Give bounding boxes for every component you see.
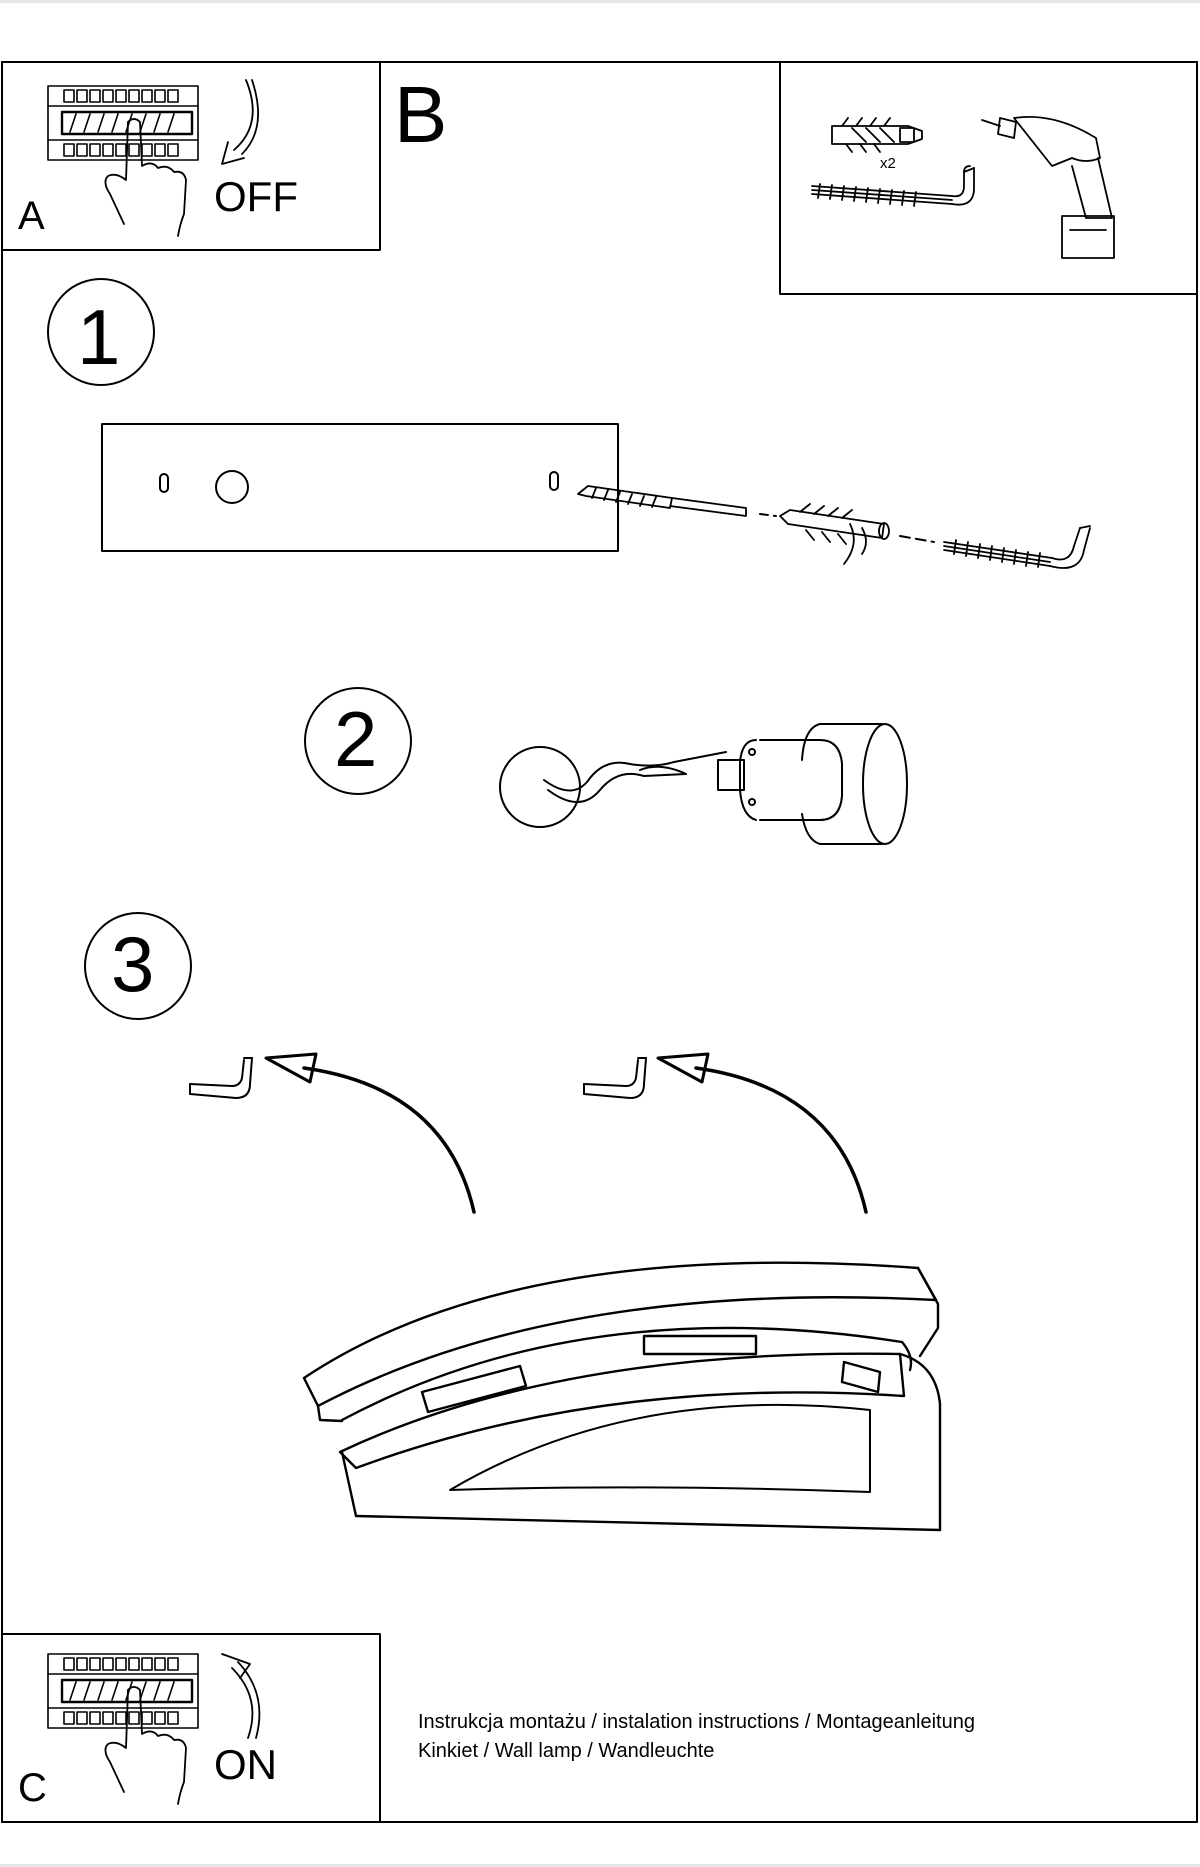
lamp-shade-icon <box>302 1261 942 1532</box>
curved-arrow-up-icon <box>264 1052 476 1214</box>
caption-line-title: Instrukcja montażu / instalation instruc… <box>418 1711 975 1733</box>
quantity-label: x2 <box>880 155 896 172</box>
step-2-circle <box>304 687 412 795</box>
mounting-plate-icon <box>101 423 619 552</box>
keyhole-icon <box>549 471 559 491</box>
document-caption: Instrukcja montażu / instalation instruc… <box>418 1708 975 1766</box>
hand-pointer-icon <box>104 118 187 237</box>
keyhole-icon <box>159 473 169 493</box>
caption-line-product: Kinkiet / Wall lamp / Wandleuchte <box>418 1740 715 1762</box>
panel-a-letter: A <box>18 194 45 238</box>
switch-off-label: OFF <box>214 173 298 220</box>
wall-plug-icon <box>779 503 890 565</box>
hook-screw-icon <box>811 165 975 207</box>
curved-arrow-up-icon <box>656 1052 868 1214</box>
hand-pointer-icon <box>104 1686 187 1805</box>
curved-arrow-down-icon <box>221 79 259 165</box>
wall-plug-icon <box>831 117 923 153</box>
hook-icon <box>583 1057 647 1099</box>
curved-arrow-up-icon <box>221 1653 261 1739</box>
breaker-panel-icon <box>47 1653 199 1729</box>
lamp-socket-icon <box>717 723 908 845</box>
drill-bit-icon <box>577 485 747 517</box>
panel-c-box <box>1 1633 381 1823</box>
panel-b-letter: B <box>394 70 448 159</box>
step-1-number: 1 <box>77 293 121 381</box>
breaker-panel-icon <box>47 85 199 161</box>
top-rule <box>0 0 1200 3</box>
hook-screw-icon <box>943 525 1091 569</box>
hook-icon <box>189 1057 253 1099</box>
wire-connection-icon <box>543 751 727 803</box>
step-3-circle <box>84 912 192 1020</box>
cable-hole-icon <box>215 470 249 504</box>
bottom-rule <box>0 1864 1200 1867</box>
step-2-number: 2 <box>334 695 378 783</box>
panel-a-box <box>1 61 381 251</box>
page-frame <box>1 61 1198 1823</box>
panel-b-box <box>779 61 1198 295</box>
step-3-number: 3 <box>111 920 155 1008</box>
junction-box-icon <box>499 746 581 828</box>
power-drill-icon <box>981 115 1115 259</box>
switch-on-label: ON <box>214 1741 277 1788</box>
step-1-circle <box>47 278 155 386</box>
panel-c-letter: C <box>18 1766 47 1810</box>
